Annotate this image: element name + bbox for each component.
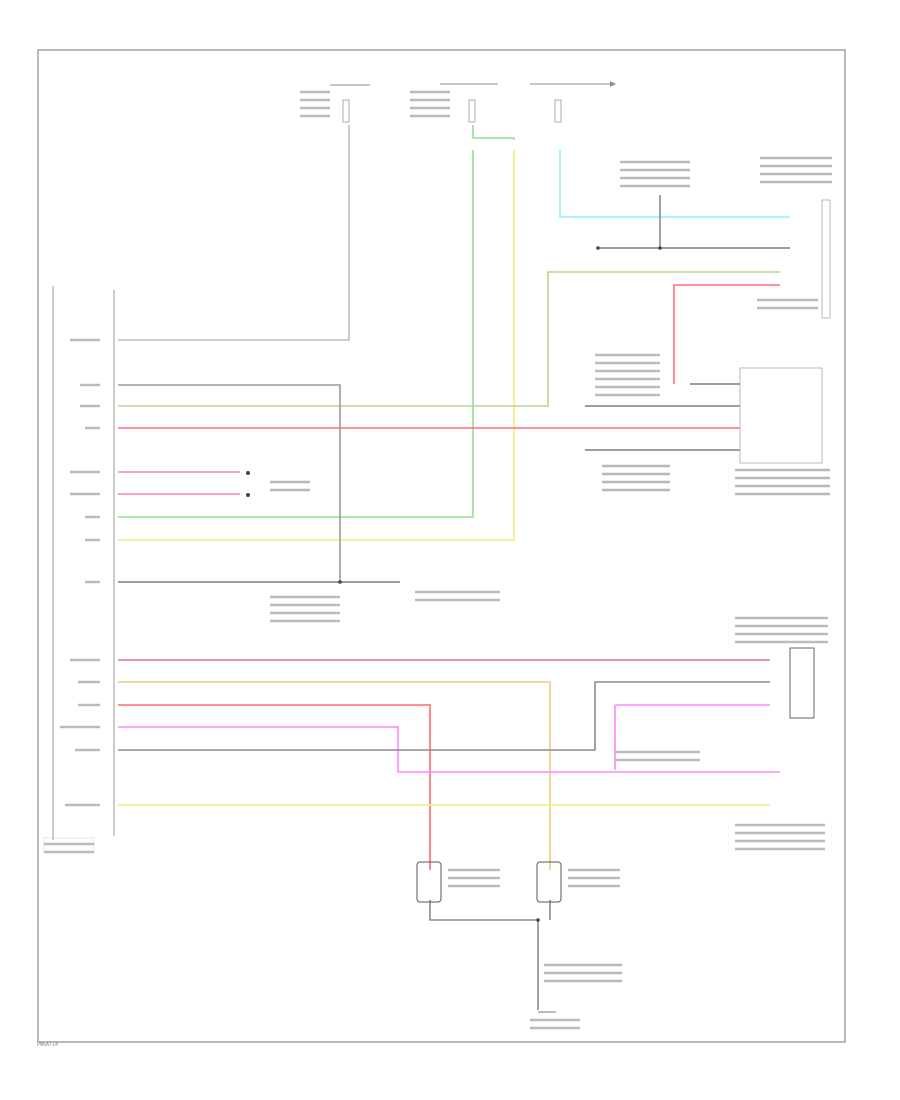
- right-connector-block: [789, 647, 815, 719]
- right-connector-mid: [739, 367, 823, 464]
- wire-gray-c: [118, 681, 770, 751]
- diagram-code: PN6AT14: [37, 1042, 59, 1048]
- annotations: [44, 90, 832, 1030]
- wire-green-b: [118, 150, 474, 518]
- wire-red-top: [673, 284, 780, 384]
- wire-gray-mid-a: [118, 384, 341, 582]
- wire-cyan: [559, 150, 790, 218]
- left-sensor: [416, 861, 442, 903]
- control-module: [43, 286, 115, 853]
- wires: [118, 125, 790, 1010]
- wire-gray-top: [118, 125, 350, 341]
- splice-dots: [246, 246, 662, 922]
- wire-red-b: [118, 704, 431, 870]
- wire-green-a: [472, 125, 515, 140]
- power-sources: [330, 81, 616, 123]
- wire-olive: [118, 271, 780, 407]
- components: [416, 199, 831, 1013]
- right-sensor: [536, 861, 562, 903]
- right-connector-top: [821, 199, 831, 319]
- diagram-frame: [37, 49, 846, 1043]
- wire-tan: [118, 681, 551, 870]
- wire-ground: [429, 900, 539, 1010]
- wire-yellow-a: [118, 150, 515, 541]
